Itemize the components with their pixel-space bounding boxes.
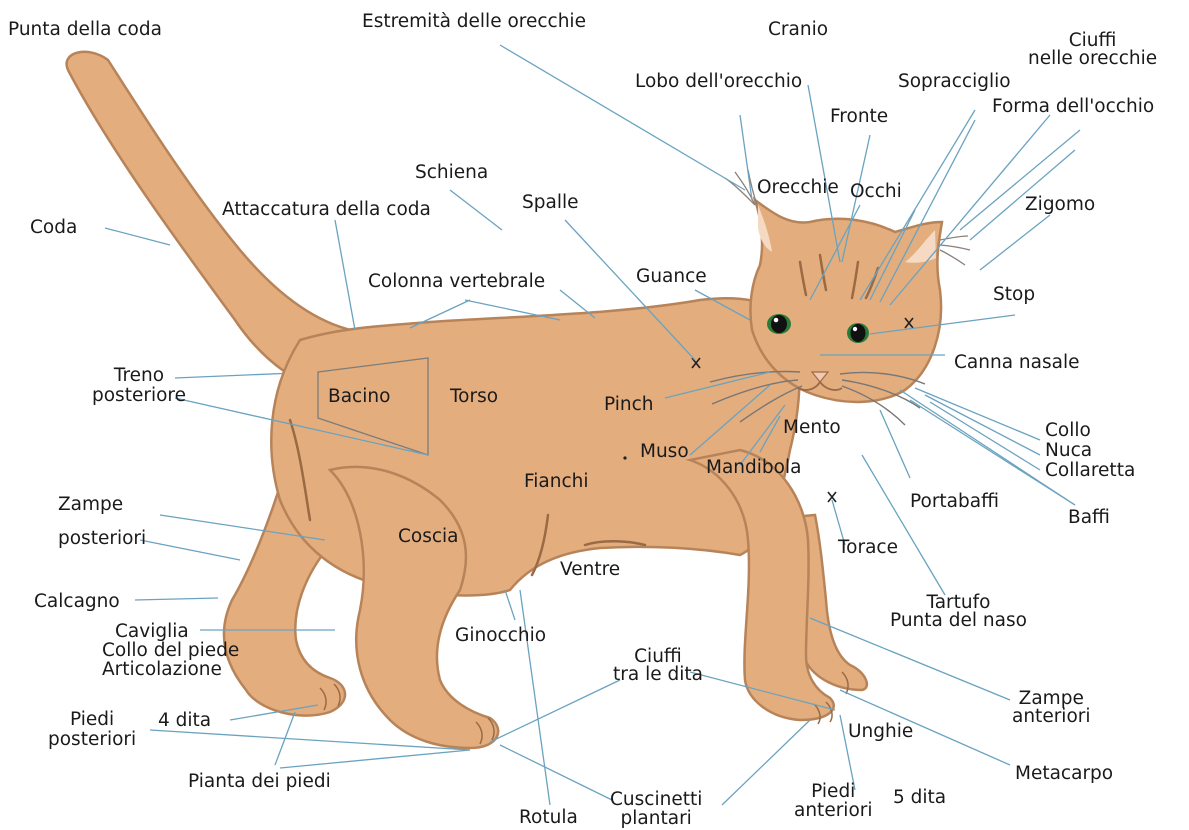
label-tartufo: Tartufo (926, 592, 991, 613)
label-unghie: Unghie (848, 721, 914, 742)
label-pinch: Pinch (604, 394, 654, 415)
label-attaccatura-coda: Attaccatura della coda (222, 199, 431, 220)
label-guance: Guance (636, 266, 707, 287)
nose (810, 371, 830, 383)
label-baffi: Baffi (1068, 507, 1110, 528)
label-orecchie: Orecchie (757, 177, 839, 198)
pointer-lines (134, 44, 1081, 806)
label-torso: Torso (450, 386, 499, 407)
label-ciuffi-orecchie-l2: nelle orecchie (1028, 48, 1158, 69)
label-piedi-posteriori-l2: posteriori (48, 729, 137, 750)
label-articolazione: Articolazione (102, 659, 222, 680)
label-coda: Coda (30, 217, 78, 238)
fur-contours (288, 253, 880, 577)
x-markers (691, 317, 914, 503)
label-forma-occhio: Forma dell'occhio (992, 96, 1155, 117)
label-ciuffi-orecchie-l1: Ciuffi (1068, 30, 1117, 51)
label-quattro-dita: 4 dita (158, 710, 212, 731)
label-treno-posteriore: Treno posteriore (92, 366, 186, 406)
label-lobo-orecchio: Lobo dell'orecchio (635, 71, 803, 92)
label-collo-piede: Collo del piede (102, 640, 240, 661)
label-zampe-posteriori-l2: posteriori (58, 528, 147, 549)
label-nuca: Nuca (1045, 440, 1093, 461)
mouth (797, 381, 843, 391)
muso-dot (623, 456, 627, 460)
label-cinque-dita: 5 dita (893, 787, 947, 808)
label-treno-posteriore-l1: Treno (113, 365, 165, 386)
label-ciuffi-orecchie: Ciuffi nelle orecchie (1028, 30, 1158, 69)
near-back-leg (327, 465, 500, 750)
label-cuscinetti-plantari: Cuscinetti plantari (610, 790, 702, 828)
torso-shape (270, 296, 801, 597)
label-piedi-anteriori-l1: Piedi (811, 781, 856, 802)
label-cuscinetti-l2: plantari (620, 808, 692, 829)
label-punta-naso: Punta del naso (890, 610, 1027, 631)
label-ventre: Ventre (560, 559, 621, 580)
label-zampe-anteriori-l2: anteriori (1012, 706, 1091, 727)
label-calcagno: Calcagno (34, 591, 120, 612)
whiskers (709, 370, 926, 426)
label-collo: Collo (1045, 420, 1091, 441)
label-sopracciglio: Sopracciglio (898, 71, 1011, 92)
left-ear-inner (758, 205, 772, 252)
label-collaretta: Collaretta (1045, 460, 1136, 481)
label-ciuffi-dita: Ciuffi tra le dita (613, 646, 703, 685)
label-zampe-anteriori-l1: Zampe (1018, 688, 1084, 709)
label-piedi-anteriori-l2: anteriori (794, 800, 873, 821)
label-mandibola: Mandibola (706, 457, 802, 478)
eyes (767, 314, 869, 343)
label-mento: Mento (783, 417, 841, 438)
label-schiena: Schiena (415, 162, 489, 183)
label-estremita-orecchie: Estremità delle orecchie (362, 11, 586, 32)
label-zigomo: Zigomo (1025, 194, 1096, 215)
label-piedi-anteriori: Piedi anteriori (794, 782, 873, 820)
right-ear-inner (905, 230, 936, 263)
near-front-leg (685, 448, 835, 722)
cat-figure (65, 50, 971, 750)
label-collo-nuca-collaretta: Collo Nuca Collaretta (1045, 421, 1135, 481)
label-cuscinetti-l1: Cuscinetti (610, 789, 703, 810)
label-punta-della-coda: Punta della coda (8, 19, 162, 40)
label-spalle: Spalle (522, 192, 579, 213)
label-colonna-vertebrale: Colonna vertebrale (368, 271, 546, 292)
label-fronte: Fronte (830, 106, 889, 127)
label-ciuffi-dita-l1: Ciuffi (634, 646, 682, 667)
label-treno-posteriore-l2: posteriore (92, 385, 186, 406)
label-bacino: Bacino (328, 386, 391, 407)
label-metacarpo: Metacarpo (1015, 763, 1114, 784)
label-portabaffi: Portabaffi (910, 491, 999, 512)
label-caviglia: Caviglia (115, 621, 189, 642)
tail (65, 50, 362, 397)
label-ciuffi-dita-l2: tra le dita (613, 664, 703, 685)
label-torace: Torace (838, 537, 898, 558)
label-pianta-piedi: Pianta dei piedi (188, 771, 331, 792)
label-fianchi: Fianchi (524, 471, 589, 492)
label-zampe-anteriori: Zampe anteriori (1012, 688, 1091, 727)
label-ginocchio: Ginocchio (455, 625, 547, 646)
label-zampe-posteriori: Zampe posteriori (58, 488, 146, 556)
label-rotula: Rotula (519, 807, 578, 828)
label-piedi-posteriori: Piedi posteriori (48, 710, 136, 750)
label-occhi: Occhi (850, 181, 902, 202)
label-zampe-posteriori-l1: Zampe (58, 494, 124, 515)
label-coscia: Coscia (398, 526, 459, 547)
label-collo-piede-articolazione: Collo del piede Articolazione (102, 641, 239, 679)
label-tartufo-punta-naso: Tartufo Punta del naso (890, 592, 1027, 631)
label-canna-nasale: Canna nasale (954, 352, 1080, 373)
label-stop: Stop (993, 284, 1036, 305)
label-cranio: Cranio (768, 19, 829, 40)
label-muso: Muso (640, 441, 689, 462)
toe-lines (319, 671, 849, 745)
label-piedi-posteriori-l1: Piedi (70, 709, 115, 730)
